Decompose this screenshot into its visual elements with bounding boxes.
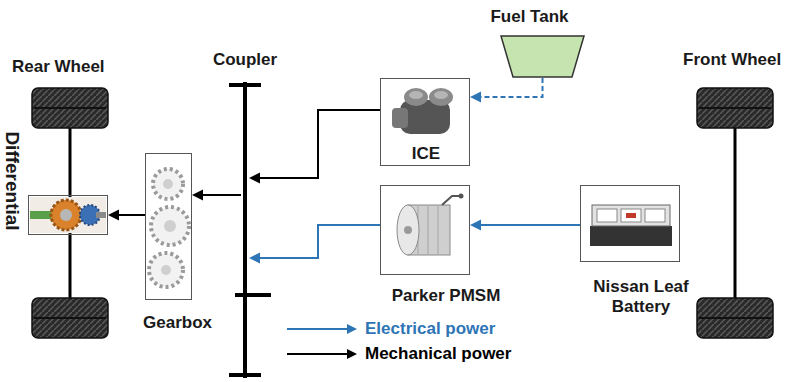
motor-picture [397,194,464,256]
fuel-tank: Fuel Tank [500,35,585,78]
legend-row: Mechanical power [285,341,511,366]
coupler-label: Coupler [213,50,277,70]
coupler-bar: Coupler [241,82,249,378]
rear-wheel-bottom [32,298,108,338]
arrowhead [249,253,260,264]
engine-picture [392,88,453,134]
differential-picture [30,197,106,233]
coupler-tick [229,83,261,87]
coupler-tick [229,373,261,377]
engine-label: ICE [412,144,440,164]
legend-text: Mechanical power [365,344,511,364]
tank-label: Fuel Tank [490,7,568,27]
coupler-drawing [241,82,249,378]
coupler-tick [235,293,271,297]
wheel-label: Rear Wheel [12,57,105,77]
arrowhead [249,173,260,184]
legend-line-sample [285,319,359,339]
front-wheel-bottom [697,298,773,338]
legend-row: Electrical power [285,316,511,341]
front-axle [734,128,737,298]
gearbox-label: Gearbox [143,313,212,333]
motor-box: Parker PMSM [380,185,470,275]
legend-arrowhead [347,349,357,359]
power-flow-arrow [192,190,241,201]
differential-box: Differential [28,195,108,235]
arrowhead [108,210,119,221]
motor-label: Parker PMSM [392,286,501,306]
connector-line [201,194,241,196]
tank-outline [500,35,585,78]
battery-box: Nissan Leaf Battery [580,185,680,262]
battery-picture [590,205,672,246]
legend-line-sample [285,344,359,364]
connector-line [479,78,543,97]
legend-text: Electrical power [365,319,495,339]
rear-wheel-top [32,88,108,128]
legend-line [287,353,348,355]
legend: Electrical powerMechanical power [285,316,511,366]
gearbox-picture [149,169,189,287]
coupler-shaft [243,82,247,378]
arrowhead [192,190,203,201]
power-flow-arrow [249,225,380,264]
power-flow-arrow [249,110,380,184]
legend-arrowhead [347,324,357,334]
connector-line [479,224,580,226]
gearbox-box: Gearbox [145,153,192,300]
arrowhead [470,92,481,103]
wheel-label: Front Wheel [683,50,781,70]
differential-label: Differential [1,131,23,230]
connector-line [258,110,380,178]
power-flow-arrow [470,220,580,231]
arrowhead [470,220,481,231]
power-flow-arrow [108,210,145,221]
connector-line [258,225,380,258]
engine-box: ICE [380,78,470,166]
legend-line [287,328,348,330]
connector-line [117,214,145,216]
tank-shape [501,36,584,77]
front-wheel-top [697,88,773,128]
power-flow-arrow [470,78,543,103]
battery-label: Nissan Leaf Battery [576,277,706,317]
